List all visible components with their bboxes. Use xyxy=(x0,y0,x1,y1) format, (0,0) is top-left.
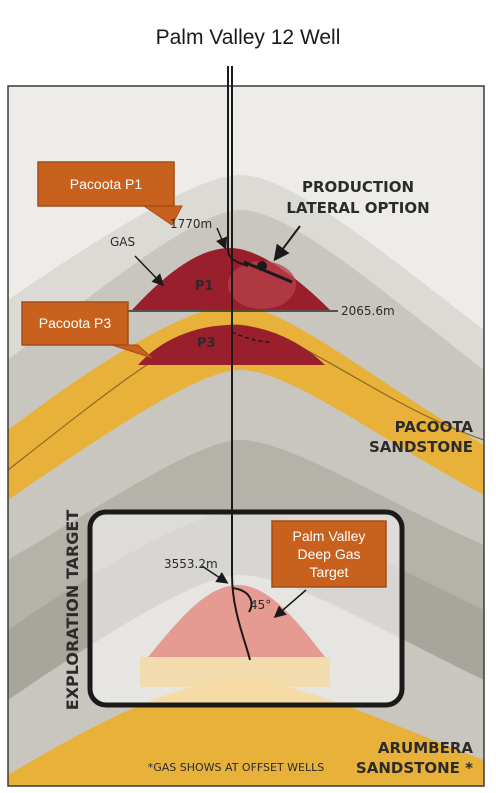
contour-line xyxy=(8,324,484,471)
lateral-marker xyxy=(257,261,267,271)
depth-label-deep: 3553.2m xyxy=(164,557,218,571)
sandstone-arumbera xyxy=(8,680,484,786)
p1-label: P1 xyxy=(195,279,214,294)
arumbera-label-2: SANDSTONE * xyxy=(356,759,473,777)
p3-label: P3 xyxy=(197,336,216,351)
deep-gas-target xyxy=(148,585,325,657)
callout-pacoota-p1: Pacoota P1 xyxy=(37,161,183,226)
production-label-1: PRODUCTION xyxy=(302,178,414,196)
svg-text:Pacoota P3: Pacoota P3 xyxy=(39,315,112,331)
pacoota-label-2: SANDSTONE xyxy=(369,438,473,456)
footnote: *GAS SHOWS AT OFFSET WELLS xyxy=(148,761,325,774)
svg-text:Target: Target xyxy=(310,564,349,580)
gas-label: GAS xyxy=(110,235,135,249)
arumbera-label-1: ARUMBERA xyxy=(378,739,473,757)
depth-label-owc: 2065.6m xyxy=(341,304,395,318)
angle-arc xyxy=(231,587,253,613)
depth-label-top: 1770m xyxy=(170,217,212,231)
diagram-title: Palm Valley 12 Well xyxy=(155,26,341,49)
production-lateral xyxy=(243,260,293,284)
callout-deep-gas-target: Palm Valley Deep Gas Target xyxy=(271,520,387,588)
production-label-2: LATERAL OPTION xyxy=(286,199,429,217)
svg-text:Pacoota P1: Pacoota P1 xyxy=(70,176,143,192)
pacoota-label-1: PACOOTA xyxy=(395,418,474,436)
exploration-target-label: EXPLORATION TARGET xyxy=(63,510,82,711)
angle-label: 45° xyxy=(250,598,271,612)
svg-text:Deep Gas: Deep Gas xyxy=(297,546,360,562)
well-vertical xyxy=(231,66,251,661)
svg-text:Palm Valley: Palm Valley xyxy=(293,528,366,544)
callout-pacoota-p3: Pacoota P3 xyxy=(21,301,153,359)
